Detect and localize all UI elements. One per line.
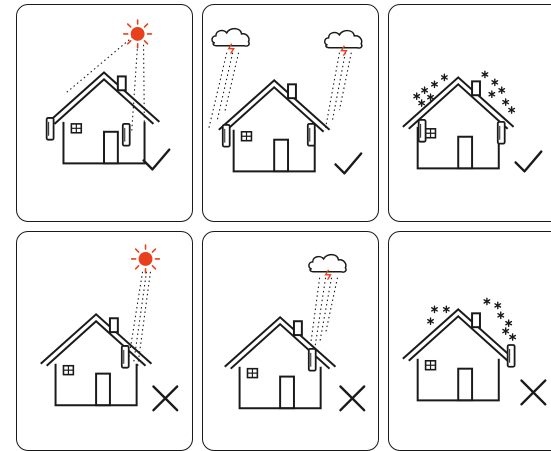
storm-cloud-icon	[212, 29, 249, 54]
snowflake-icon	[432, 81, 438, 87]
snowflake-icon	[482, 71, 488, 77]
inverter-right-icon	[309, 349, 316, 371]
inverter-right-icon	[508, 345, 515, 367]
snowflake-icon	[492, 79, 498, 85]
cross-icon	[340, 386, 364, 410]
snowflake-icon	[509, 107, 515, 113]
panel-sun-not-allowed: not allowed	[16, 231, 193, 451]
snowflake-icon	[503, 99, 509, 105]
storm-cloud-icon	[309, 255, 346, 280]
inverter-right-icon	[308, 124, 315, 146]
snowflake-icon	[489, 91, 495, 97]
snowflake-icon	[499, 87, 505, 93]
snowflake-icon	[414, 93, 420, 99]
inverter-left-icon	[419, 120, 426, 142]
snowflake-icon	[484, 298, 490, 304]
snowflake-icon	[428, 318, 434, 324]
house-icon	[49, 72, 160, 163]
cross-icon	[153, 386, 177, 410]
rain-lines	[209, 53, 351, 128]
snowflake-icon	[498, 312, 504, 318]
snowflake-icon	[495, 302, 501, 308]
sun-icon	[132, 245, 160, 273]
house-icon	[41, 314, 152, 405]
snowflakes-group	[414, 71, 514, 113]
checkmark-icon	[144, 150, 170, 170]
snowflake-icon	[503, 328, 509, 334]
snowflake-icon	[419, 100, 425, 106]
panel-snow-not-allowed: not allowed	[388, 231, 551, 451]
snowflake-icon	[444, 306, 450, 312]
snowflake-icon	[506, 320, 512, 326]
sun-icon	[124, 20, 152, 48]
checkmark-icon	[516, 152, 542, 172]
panel-rain-not-allowed: not allowed	[202, 231, 379, 451]
rain-lines	[310, 278, 338, 351]
panel-snow-allowed: allowed	[388, 4, 551, 222]
checkmark-icon	[335, 154, 361, 174]
inverter-left-icon	[223, 125, 230, 147]
cross-icon	[522, 381, 546, 405]
inverter-right-icon	[122, 346, 129, 368]
house-icon	[403, 309, 514, 400]
panel-sun-allowed: allowed	[16, 4, 193, 222]
snowflake-icon	[422, 87, 428, 93]
storm-cloud-icon	[325, 31, 362, 56]
panel-rain-allowed: allowed	[202, 4, 379, 222]
house-icon	[225, 317, 336, 408]
inverter-right-icon	[498, 122, 505, 144]
inverter-left-icon	[47, 118, 54, 140]
snowflake-icon	[432, 306, 438, 312]
snowflake-icon	[442, 74, 448, 80]
snowflake-icon	[510, 334, 516, 340]
inverter-right-icon	[123, 124, 130, 146]
